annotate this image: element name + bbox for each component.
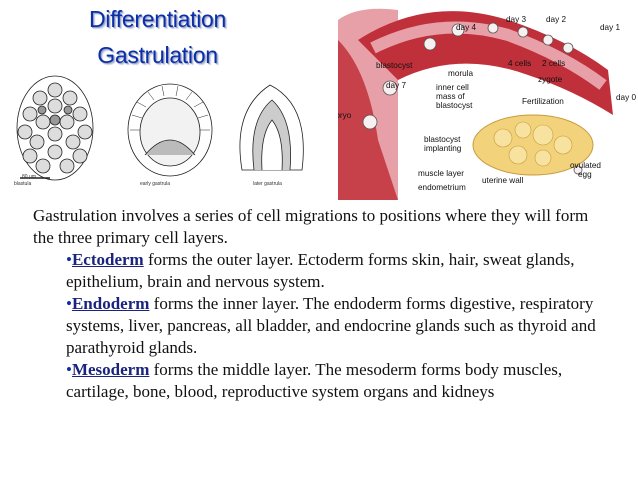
early-gastrula-caption: early gastrula bbox=[140, 181, 171, 187]
label-day3: day 3 bbox=[506, 15, 526, 24]
label-icm-3: blastocyst bbox=[436, 101, 473, 110]
label-embryo: embryo bbox=[338, 111, 352, 120]
list-item-endoderm: •Endoderm forms the inner layer. The end… bbox=[66, 293, 608, 359]
list-item-ectoderm: •Ectoderm forms the outer layer. Ectoder… bbox=[66, 249, 608, 293]
label-day7: day 7 bbox=[386, 81, 406, 90]
label-muscle-layer: muscle layer bbox=[418, 169, 464, 178]
fertilization-implantation-diagram: day 4 day 3 day 2 day 1 day 0 day 7 blas… bbox=[338, 0, 638, 200]
label-implanting-1: blastocyst bbox=[424, 135, 461, 144]
label-implanting-2: implanting bbox=[424, 144, 462, 153]
term-endoderm: Endoderm bbox=[71, 294, 150, 313]
intro-paragraph: Gastrulation involves a series of cell m… bbox=[33, 206, 589, 247]
label-blastocyst: blastocyst bbox=[376, 61, 413, 70]
label-day0: day 0 bbox=[616, 93, 636, 102]
blastula-drawing bbox=[16, 75, 94, 181]
gastrulation-stages-illustration bbox=[16, 75, 304, 181]
title-gastrulation: Gastrulation bbox=[97, 42, 218, 68]
bullet-icon: • bbox=[66, 250, 72, 269]
desc-ectoderm: forms the outer layer. Ectoderm forms sk… bbox=[66, 250, 575, 291]
label-morula: morula bbox=[448, 69, 473, 78]
term-mesoderm: Mesoderm bbox=[71, 360, 150, 379]
label-ovulated-2: egg bbox=[578, 170, 592, 179]
label-day2: day 2 bbox=[546, 15, 566, 24]
label-zygote: zygote bbox=[538, 75, 563, 84]
label-2cells: 2 cells bbox=[542, 59, 565, 68]
label-icm-1: inner cell bbox=[436, 83, 469, 92]
label-ovulated-1: ovulated bbox=[570, 161, 601, 170]
label-endometrium: endometrium bbox=[418, 183, 466, 192]
label-day1: day 1 bbox=[600, 23, 620, 32]
later-gastrula-drawing bbox=[239, 84, 304, 171]
title-differentiation: Differentiation bbox=[89, 6, 226, 32]
bullet-icon: • bbox=[66, 360, 72, 379]
label-fertilization: Fertilization bbox=[522, 97, 564, 106]
label-uterine-wall: uterine wall bbox=[482, 176, 524, 185]
label-day4: day 4 bbox=[456, 23, 476, 32]
scale-caption: 80 µm bbox=[22, 174, 36, 180]
body-text: Gastrulation involves a series of cell m… bbox=[33, 205, 608, 403]
term-ectoderm: Ectoderm bbox=[71, 250, 144, 269]
later-gastrula-caption: later gastrula bbox=[253, 181, 282, 187]
blastula-caption: blastula bbox=[14, 181, 32, 187]
desc-endoderm: forms the inner layer. The endoderm form… bbox=[66, 294, 596, 357]
label-icm-2: mass of bbox=[436, 92, 465, 101]
desc-mesoderm: forms the middle layer. The mesoderm for… bbox=[66, 360, 563, 401]
list-item-mesoderm: •Mesoderm forms the middle layer. The me… bbox=[66, 359, 608, 403]
early-gastrula-drawing bbox=[127, 83, 213, 177]
label-4cells: 4 cells bbox=[508, 59, 531, 68]
bullet-icon: • bbox=[66, 294, 72, 313]
